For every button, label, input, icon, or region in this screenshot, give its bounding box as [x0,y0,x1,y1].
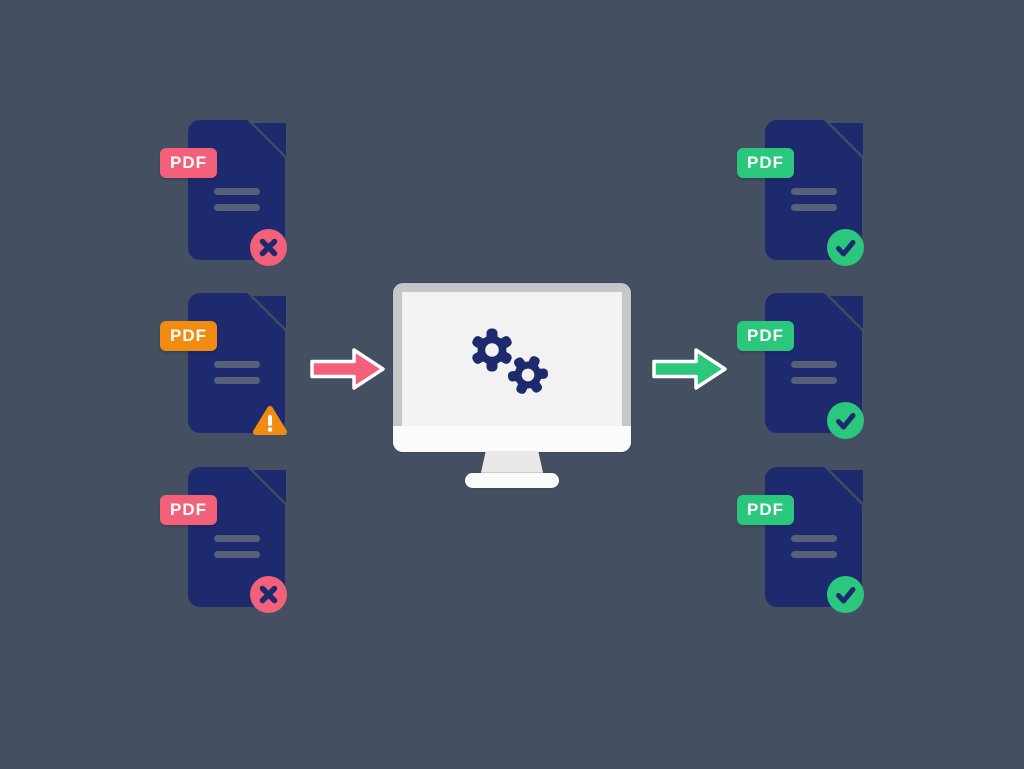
output-arrow-right-icon [652,348,727,390]
broken-pdf-file-1: PDF [160,120,287,266]
monitor-bezel [393,283,631,452]
doc-text-line [791,204,837,211]
warning-triangle-icon [252,405,288,437]
repaired-pdf-file-3: PDF [737,467,864,613]
check-circle-icon [827,229,864,266]
repaired-pdf-file-2: PDF [737,293,864,439]
monitor-stand-neck [480,451,544,477]
doc-text-line [214,361,260,368]
broken-pdf-file-3: PDF [160,467,287,613]
doc-text-line [214,204,260,211]
monitor-stand-base [465,473,559,488]
pdf-file-label: PDF [160,495,217,525]
doc-text-line [214,188,260,195]
processing-computer [393,283,631,489]
doc-text-line [791,551,837,558]
x-circle-icon [250,576,287,613]
doc-text-line [214,551,260,558]
doc-text-line [791,188,837,195]
doc-text-line [791,535,837,542]
doc-text-line [214,377,260,384]
check-circle-icon [827,402,864,439]
pdf-file-label: PDF [737,321,794,351]
monitor-screen [402,292,622,426]
input-arrow-right-icon [310,348,385,390]
monitor-chin [393,426,631,452]
broken-pdf-file-2: PDF [160,293,287,435]
pdf-file-label: PDF [160,321,217,351]
doc-text-line [214,535,260,542]
repaired-pdf-file-1: PDF [737,120,864,266]
pdf-file-label: PDF [737,495,794,525]
pdf-file-label: PDF [737,148,794,178]
doc-text-line [791,361,837,368]
pdf-file-label: PDF [160,148,217,178]
check-circle-icon [827,576,864,613]
x-circle-icon [250,229,287,266]
doc-text-line [791,377,837,384]
